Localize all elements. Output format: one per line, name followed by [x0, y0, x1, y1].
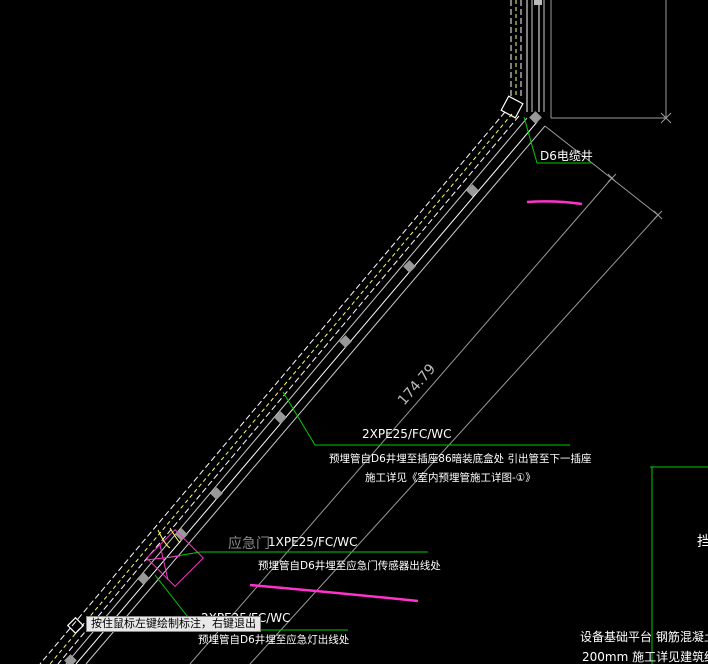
junction-box-bottom-left: [66, 616, 85, 635]
cursor-tooltip: 按住鼠标左键绘制标注，右键退出: [86, 616, 261, 632]
right-edge-char: 挡: [697, 534, 708, 550]
room-outline: [550, 0, 672, 124]
annotation-1-line3: 施工详见《室内预埋管施工详图-①》: [365, 471, 536, 484]
vertical-conduit-bundle: [510, 0, 545, 112]
annotation-2-prefix: 应急门: [228, 535, 270, 552]
annotation-1-line2: 预埋管自D6井埋至插座86暗装底盒处 引出管至下一插座: [329, 452, 591, 465]
annotation-3-line2: 预埋管自D6井埋至应急灯出线处: [198, 633, 350, 646]
annotation-2-line2: 预埋管自D6井埋至应急门传感器出线处: [258, 559, 441, 572]
right-note-line1: 设备基础平台 钢筋混凝土肘: [580, 629, 708, 644]
right-note-line2: 200mm 施工详见建筑结: [582, 649, 708, 664]
yellow-markers: [157, 527, 181, 549]
annotation-1-line1: 2XPE25/FC/WC: [362, 427, 452, 441]
magenta-markings: [145, 200, 583, 603]
d6-well-symbol: [500, 95, 524, 119]
diagonal-conduit-bundle: [39, 111, 546, 664]
annotation-2-line1: 1XPE25/FC/WC: [268, 535, 358, 549]
well-label: D6电缆井: [540, 149, 593, 163]
dimension-lines: [189, 125, 663, 664]
